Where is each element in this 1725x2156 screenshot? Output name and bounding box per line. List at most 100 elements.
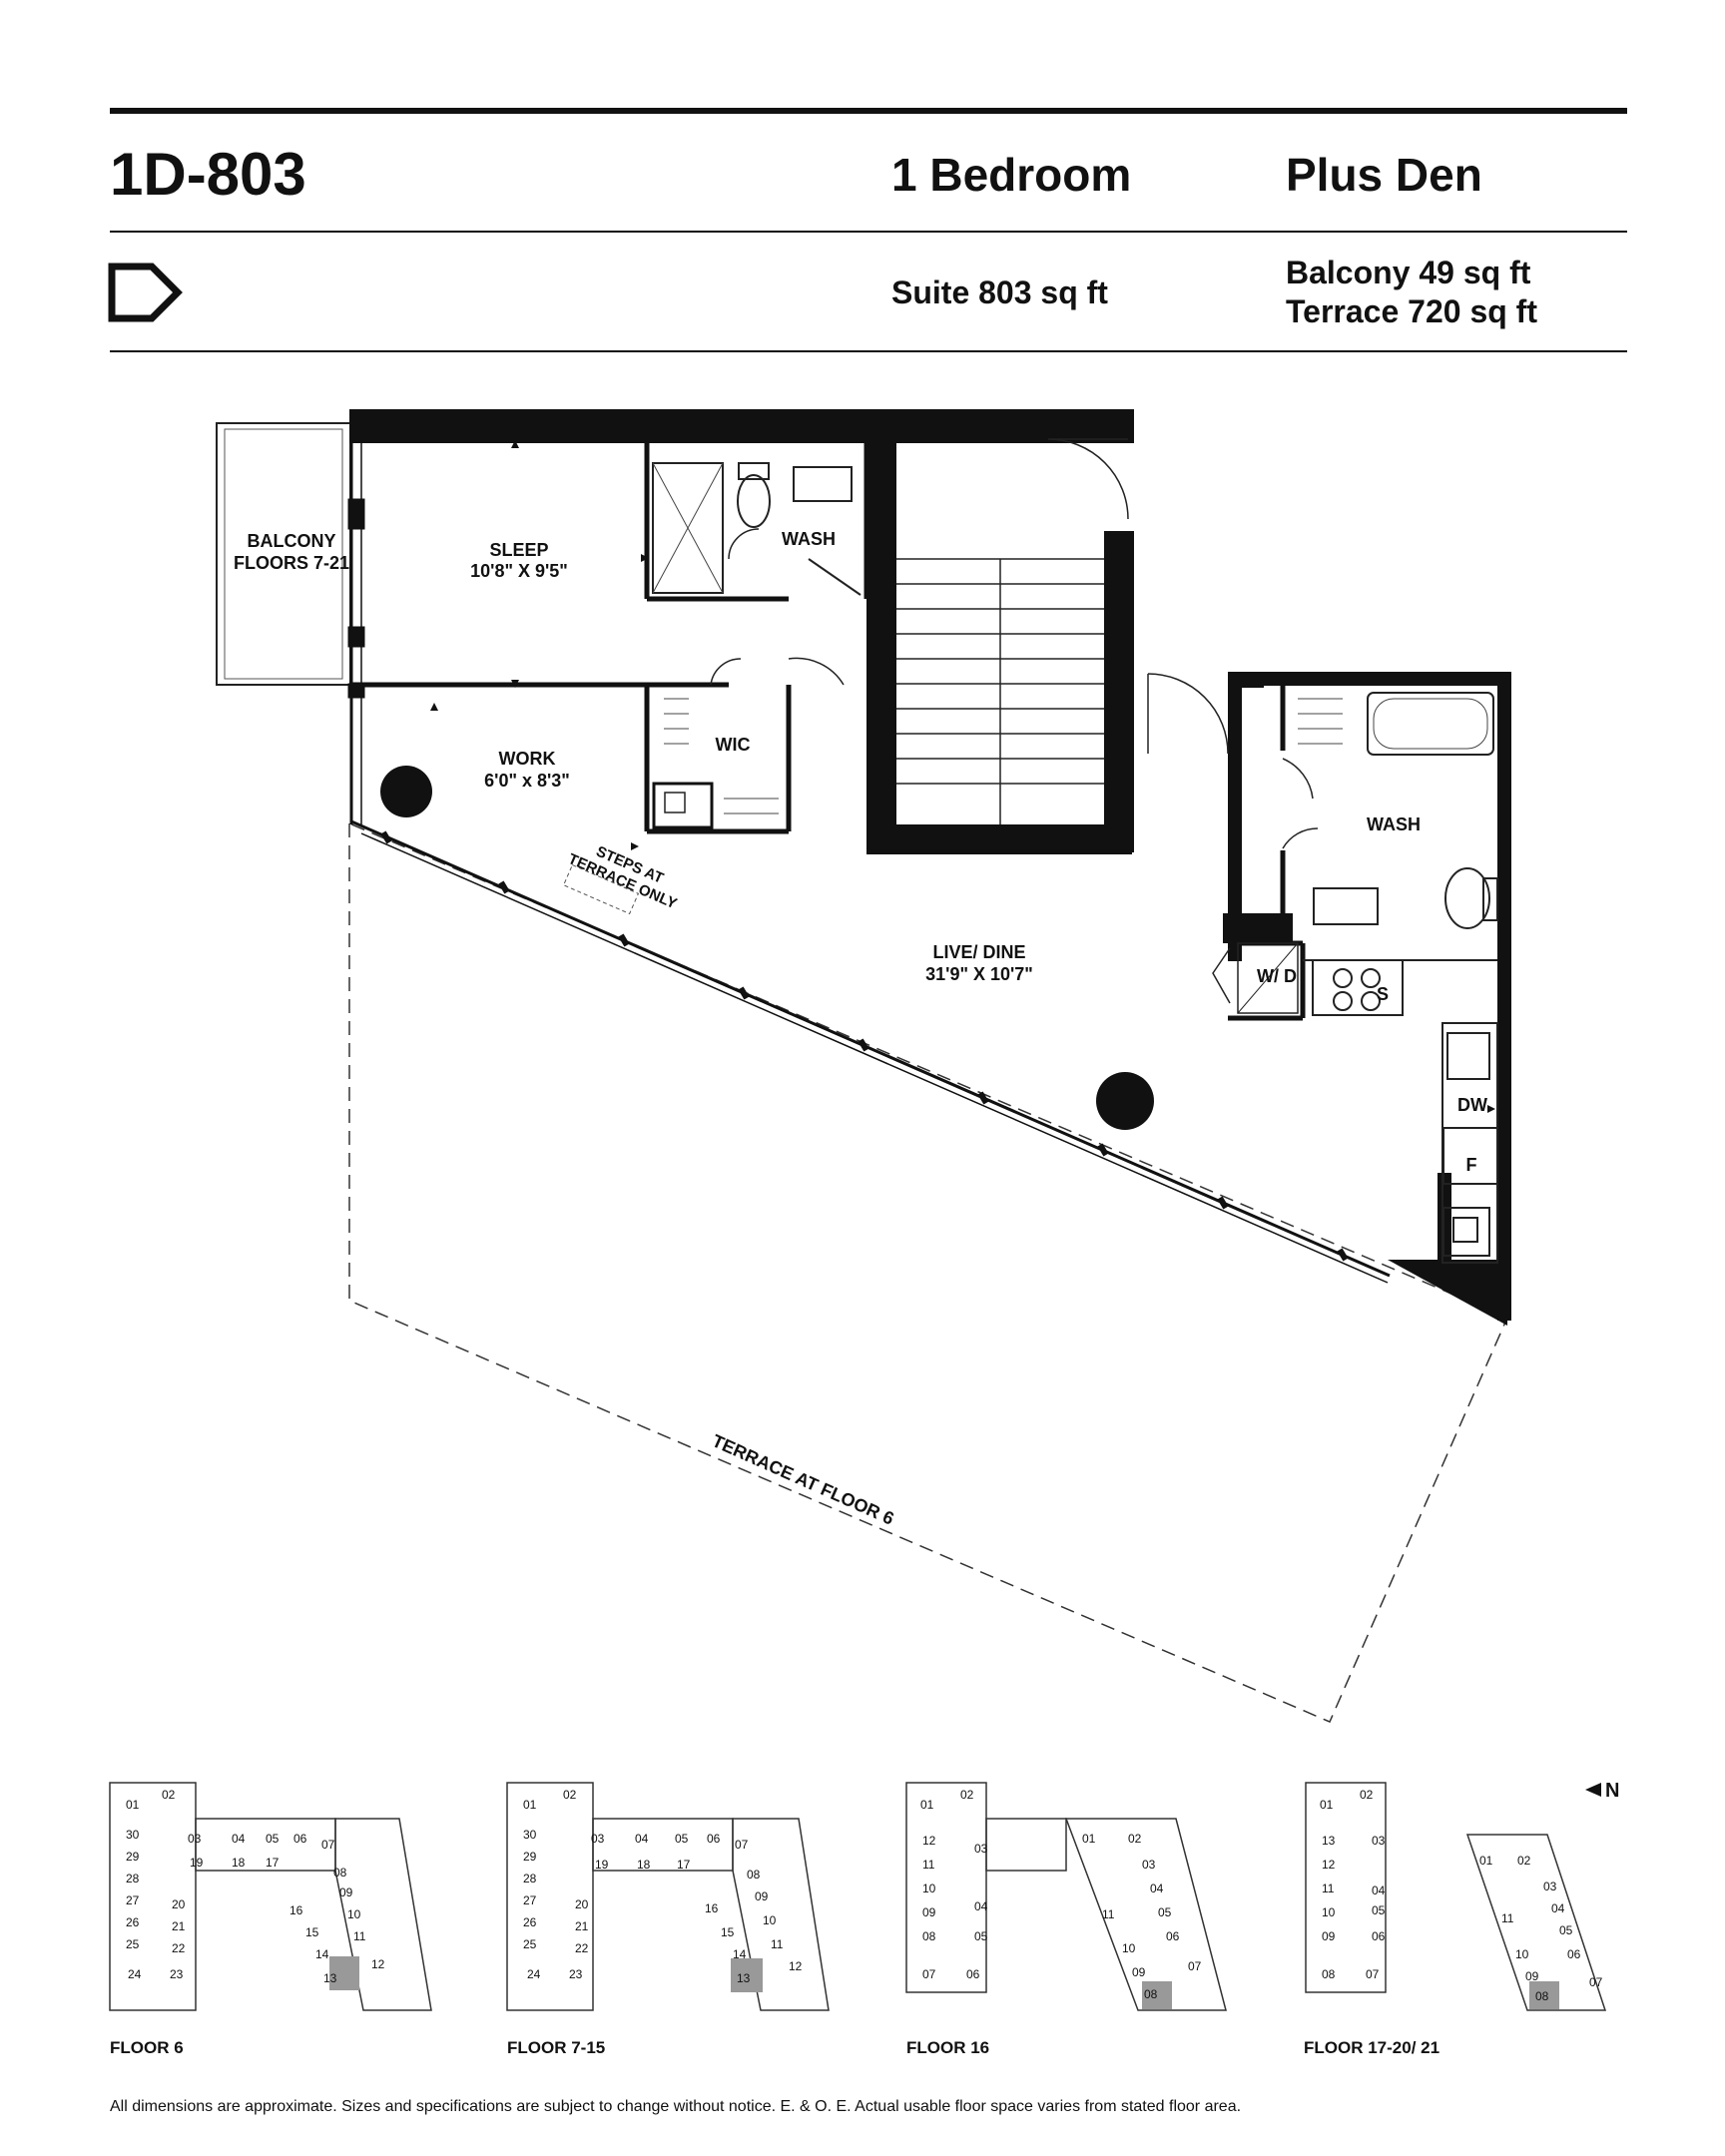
toilet-1 <box>737 474 771 528</box>
diagonal-window-wall <box>350 819 1391 1284</box>
d-arrow-logo <box>108 263 183 322</box>
svg-text:04: 04 <box>1150 1882 1164 1895</box>
svg-text:27: 27 <box>126 1893 140 1907</box>
svg-text:07: 07 <box>1188 1959 1202 1973</box>
svg-text:21: 21 <box>172 1919 186 1933</box>
svg-text:05: 05 <box>266 1832 280 1846</box>
svg-text:08: 08 <box>1144 1987 1158 2001</box>
stair <box>896 558 1104 824</box>
west-window <box>347 439 365 824</box>
units-floor-17-21: 01 02 13 12 11 10 09 08 03 04 05 06 07 0… <box>1320 1788 1603 2003</box>
svg-text:02: 02 <box>1128 1832 1142 1846</box>
svg-text:07: 07 <box>735 1838 749 1852</box>
svg-text:03: 03 <box>974 1842 988 1856</box>
svg-text:06: 06 <box>1567 1947 1581 1961</box>
bathtub <box>1367 692 1494 756</box>
svg-text:01: 01 <box>126 1798 140 1812</box>
svg-text:08: 08 <box>333 1866 347 1880</box>
live-dims: 31'9" X 10'7" <box>925 964 1033 984</box>
svg-text:18: 18 <box>637 1858 651 1872</box>
keyplan-floor-16 <box>905 1782 1227 2011</box>
svg-text:01: 01 <box>1320 1798 1334 1812</box>
svg-text:03: 03 <box>1543 1880 1557 1893</box>
column-1 <box>380 766 432 817</box>
vanity-1 <box>793 466 853 502</box>
svg-text:09: 09 <box>922 1905 936 1919</box>
terrace-area: Terrace 720 sq ft <box>1286 293 1537 329</box>
wd-label: W/ D <box>1257 966 1297 986</box>
svg-text:07: 07 <box>922 1967 936 1981</box>
svg-text:08: 08 <box>1322 1967 1336 1981</box>
svg-text:10: 10 <box>763 1913 777 1927</box>
svg-text:02: 02 <box>1360 1788 1374 1802</box>
svg-text:01: 01 <box>523 1798 537 1812</box>
keyplan-caption-floor-6: FLOOR 6 <box>110 2038 184 2057</box>
north-arrow-icon <box>1585 1783 1601 1797</box>
svg-text:15: 15 <box>305 1925 319 1939</box>
svg-text:07: 07 <box>321 1838 335 1852</box>
header-divider <box>110 231 1627 233</box>
svg-text:05: 05 <box>974 1929 988 1943</box>
balcony-floors-label: FLOORS 7-21 <box>234 553 349 573</box>
svg-text:06: 06 <box>1372 1929 1386 1943</box>
svg-text:21: 21 <box>575 1919 589 1933</box>
svg-text:05: 05 <box>1559 1923 1573 1937</box>
svg-text:23: 23 <box>569 1967 583 1981</box>
svg-text:12: 12 <box>789 1959 803 1973</box>
svg-text:15: 15 <box>721 1925 735 1939</box>
svg-text:22: 22 <box>172 1941 186 1955</box>
disclaimer: All dimensions are approximate. Sizes an… <box>110 2098 1242 2115</box>
steps-box <box>562 863 640 915</box>
svg-text:06: 06 <box>966 1967 980 1981</box>
svg-text:12: 12 <box>922 1834 936 1848</box>
svg-text:29: 29 <box>523 1850 537 1864</box>
svg-text:04: 04 <box>635 1832 649 1846</box>
keyplan-caption-floor-7-15: FLOOR 7-15 <box>507 2038 606 2057</box>
svg-text:20: 20 <box>575 1897 589 1911</box>
wic-label: WIC <box>716 735 751 755</box>
svg-text:22: 22 <box>575 1941 589 1955</box>
svg-text:09: 09 <box>1525 1969 1539 1983</box>
svg-text:06: 06 <box>707 1832 721 1846</box>
svg-text:19: 19 <box>190 1856 204 1870</box>
wic-mechanical <box>652 782 714 829</box>
kitchen <box>1303 959 1498 1264</box>
svg-text:17: 17 <box>266 1856 280 1870</box>
svg-text:06: 06 <box>1166 1929 1180 1943</box>
unit-number: 1D-803 <box>110 141 306 208</box>
svg-text:11: 11 <box>771 1937 784 1951</box>
washer-dryer <box>1237 942 1299 1014</box>
svg-text:20: 20 <box>172 1897 186 1911</box>
svg-text:16: 16 <box>705 1901 719 1915</box>
unit-plus: Plus Den <box>1286 149 1482 201</box>
svg-text:10: 10 <box>347 1907 361 1921</box>
svg-text:11: 11 <box>1501 1911 1514 1925</box>
svg-text:08: 08 <box>1535 1989 1549 2003</box>
keyplan-floor-6 <box>109 1782 432 2011</box>
svg-text:11: 11 <box>353 1929 366 1943</box>
svg-text:13: 13 <box>737 1971 751 1985</box>
svg-text:05: 05 <box>1158 1905 1172 1919</box>
svg-text:04: 04 <box>974 1899 988 1913</box>
svg-text:25: 25 <box>126 1937 140 1951</box>
svg-text:10: 10 <box>1515 1947 1529 1961</box>
svg-text:09: 09 <box>339 1886 353 1899</box>
svg-text:19: 19 <box>595 1858 609 1872</box>
svg-text:03: 03 <box>188 1832 202 1846</box>
svg-text:09: 09 <box>755 1889 769 1903</box>
svg-text:28: 28 <box>126 1872 140 1886</box>
svg-text:18: 18 <box>232 1856 246 1870</box>
sleep-label: SLEEP <box>489 540 548 560</box>
svg-text:27: 27 <box>523 1893 537 1907</box>
svg-text:24: 24 <box>128 1967 142 1981</box>
column-2 <box>1096 1072 1154 1130</box>
svg-text:11: 11 <box>922 1858 935 1872</box>
keyplan-floor-7-15 <box>506 1782 830 2011</box>
terrace-outline <box>348 821 1508 1723</box>
svg-text:01: 01 <box>920 1798 934 1812</box>
toilet-2 <box>1444 867 1490 929</box>
svg-text:13: 13 <box>1322 1834 1336 1848</box>
sleep-dims: 10'8" X 9'5" <box>470 561 568 581</box>
svg-text:29: 29 <box>126 1850 140 1864</box>
svg-text:30: 30 <box>523 1828 537 1842</box>
